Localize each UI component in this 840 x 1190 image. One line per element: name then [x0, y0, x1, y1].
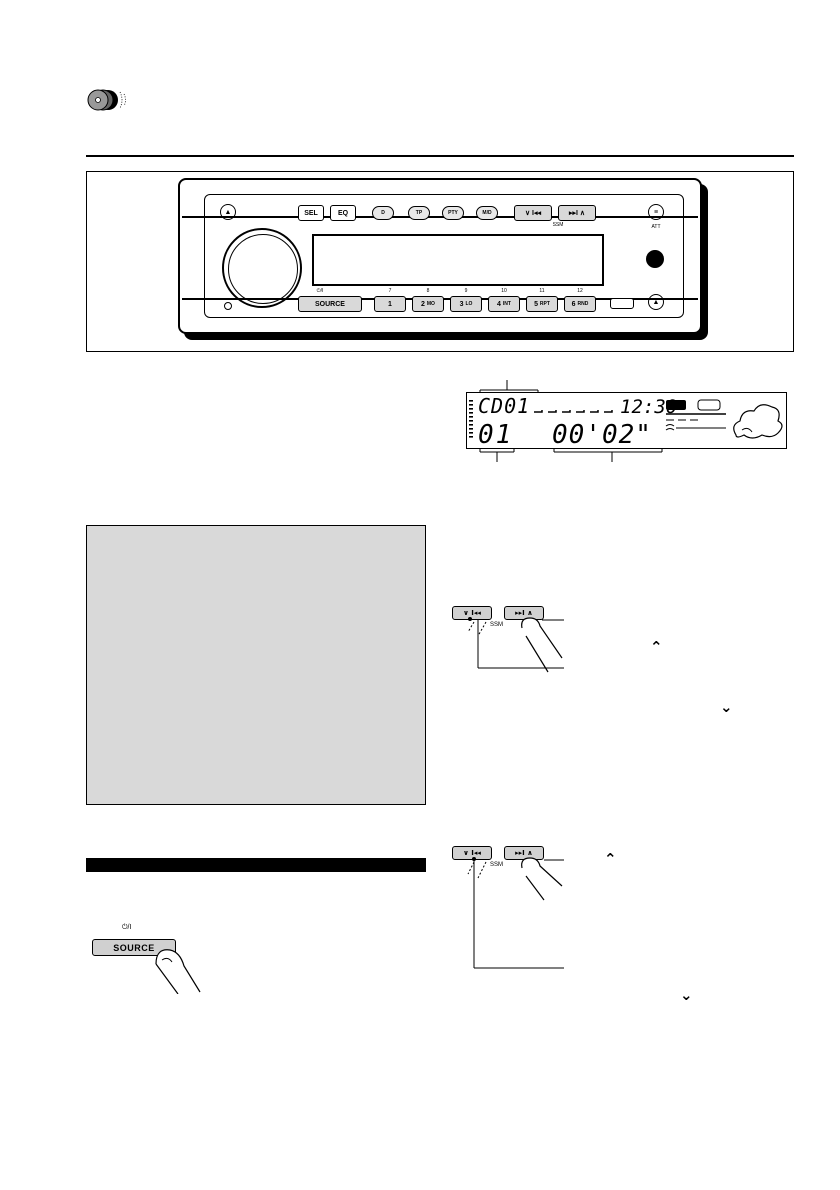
lcd-window: [312, 234, 604, 286]
panel-inner-frame: [204, 194, 684, 318]
chevron-down-icon: ⌄: [720, 698, 733, 716]
track-down-button[interactable]: ∨ I◂◂: [452, 846, 492, 860]
display-clock: 12:30: [620, 396, 677, 418]
ssm-label: SSM: [552, 222, 564, 228]
remote-sensor: [610, 298, 634, 309]
eject-button[interactable]: ▲: [220, 204, 236, 220]
volume-knob[interactable]: [222, 228, 302, 308]
finger-press-icon: [467, 617, 564, 673]
source-button-illustration: ⏻/I SOURCE: [92, 924, 212, 994]
preset-4-button[interactable]: 4 INT: [488, 296, 520, 312]
preset-number-9: 9: [464, 288, 468, 294]
track-down-button[interactable]: ∨ I◂◂: [452, 606, 492, 620]
cd-discs-icon: [87, 89, 126, 111]
finger-press-icon: [467, 857, 564, 969]
aux-jack-icon: [646, 250, 664, 268]
section-divider-rule: [86, 155, 794, 157]
pty-button[interactable]: PTY: [442, 206, 464, 220]
preset-number-7: 7: [388, 288, 392, 294]
note-box: [86, 525, 426, 805]
unit-illustration-frame: [86, 171, 794, 352]
car-stereo-front-panel: ▲ SEL EQ D TP PTY M/D ∨ I◂◂ ▸▸I ∧ SSM ≡ …: [178, 178, 708, 343]
power-label: ⏻/I: [316, 288, 324, 294]
preset-number-8: 8: [426, 288, 430, 294]
panel-body: ▲ SEL EQ D TP PTY M/D ∨ I◂◂ ▸▸I ∧ SSM ≡ …: [178, 178, 702, 334]
display-panel-svg: CD01 12:30 01 00'02": [466, 380, 787, 462]
chevron-up-icon: ⌃: [650, 638, 663, 656]
preset-6-button[interactable]: 6 RND: [564, 296, 596, 312]
display-disc-label: CD01: [478, 394, 530, 418]
finger-press-icon: [155, 949, 201, 994]
d-button[interactable]: D: [372, 206, 394, 220]
source-button[interactable]: SOURCE: [92, 939, 176, 956]
panel-rail-top: [182, 216, 698, 218]
section-heading-bar: [86, 858, 426, 872]
skip-illustration-2: ∨ I◂◂ ▸▸I ∧ SSM: [452, 846, 568, 972]
detach-button[interactable]: ▲: [648, 294, 664, 310]
display-elapsed-time: 00'02": [552, 420, 652, 450]
chevron-down-icon: ⌄: [680, 986, 693, 1004]
ssm-label: SSM: [490, 622, 504, 628]
md-button[interactable]: M/D: [476, 206, 498, 220]
display-diagram: CD01 12:30 01 00'02": [466, 380, 800, 464]
preset-number-10: 10: [501, 288, 507, 294]
source-button[interactable]: SOURCE: [298, 296, 362, 312]
preset-1-button[interactable]: 1: [374, 296, 406, 312]
tp-button[interactable]: TP: [408, 206, 430, 220]
preset-3-button[interactable]: 3 LO: [450, 296, 482, 312]
display-track-number: 01: [478, 420, 513, 450]
reset-button[interactable]: [224, 302, 232, 310]
eq-button[interactable]: EQ: [330, 205, 356, 221]
preset-number-12: 12: [577, 288, 583, 294]
ssm-label: SSM: [490, 862, 504, 868]
skip-illustration-1: ∨ I◂◂ ▸▸I ∧ SSM: [452, 606, 568, 680]
preset-5-button[interactable]: 5 RPT: [526, 296, 558, 312]
chevron-up-icon: ⌃: [604, 850, 617, 868]
att-label: ATT: [651, 224, 661, 230]
att-button[interactable]: ≡: [648, 204, 664, 220]
track-up-button[interactable]: ▸▸I ∧: [558, 205, 596, 221]
preset-number-11: 11: [539, 288, 545, 294]
preset-2-button[interactable]: 2 MO: [412, 296, 444, 312]
track-down-button[interactable]: ∨ I◂◂: [514, 205, 552, 221]
power-label: ⏻/I: [122, 924, 132, 931]
sel-button[interactable]: SEL: [298, 205, 324, 221]
